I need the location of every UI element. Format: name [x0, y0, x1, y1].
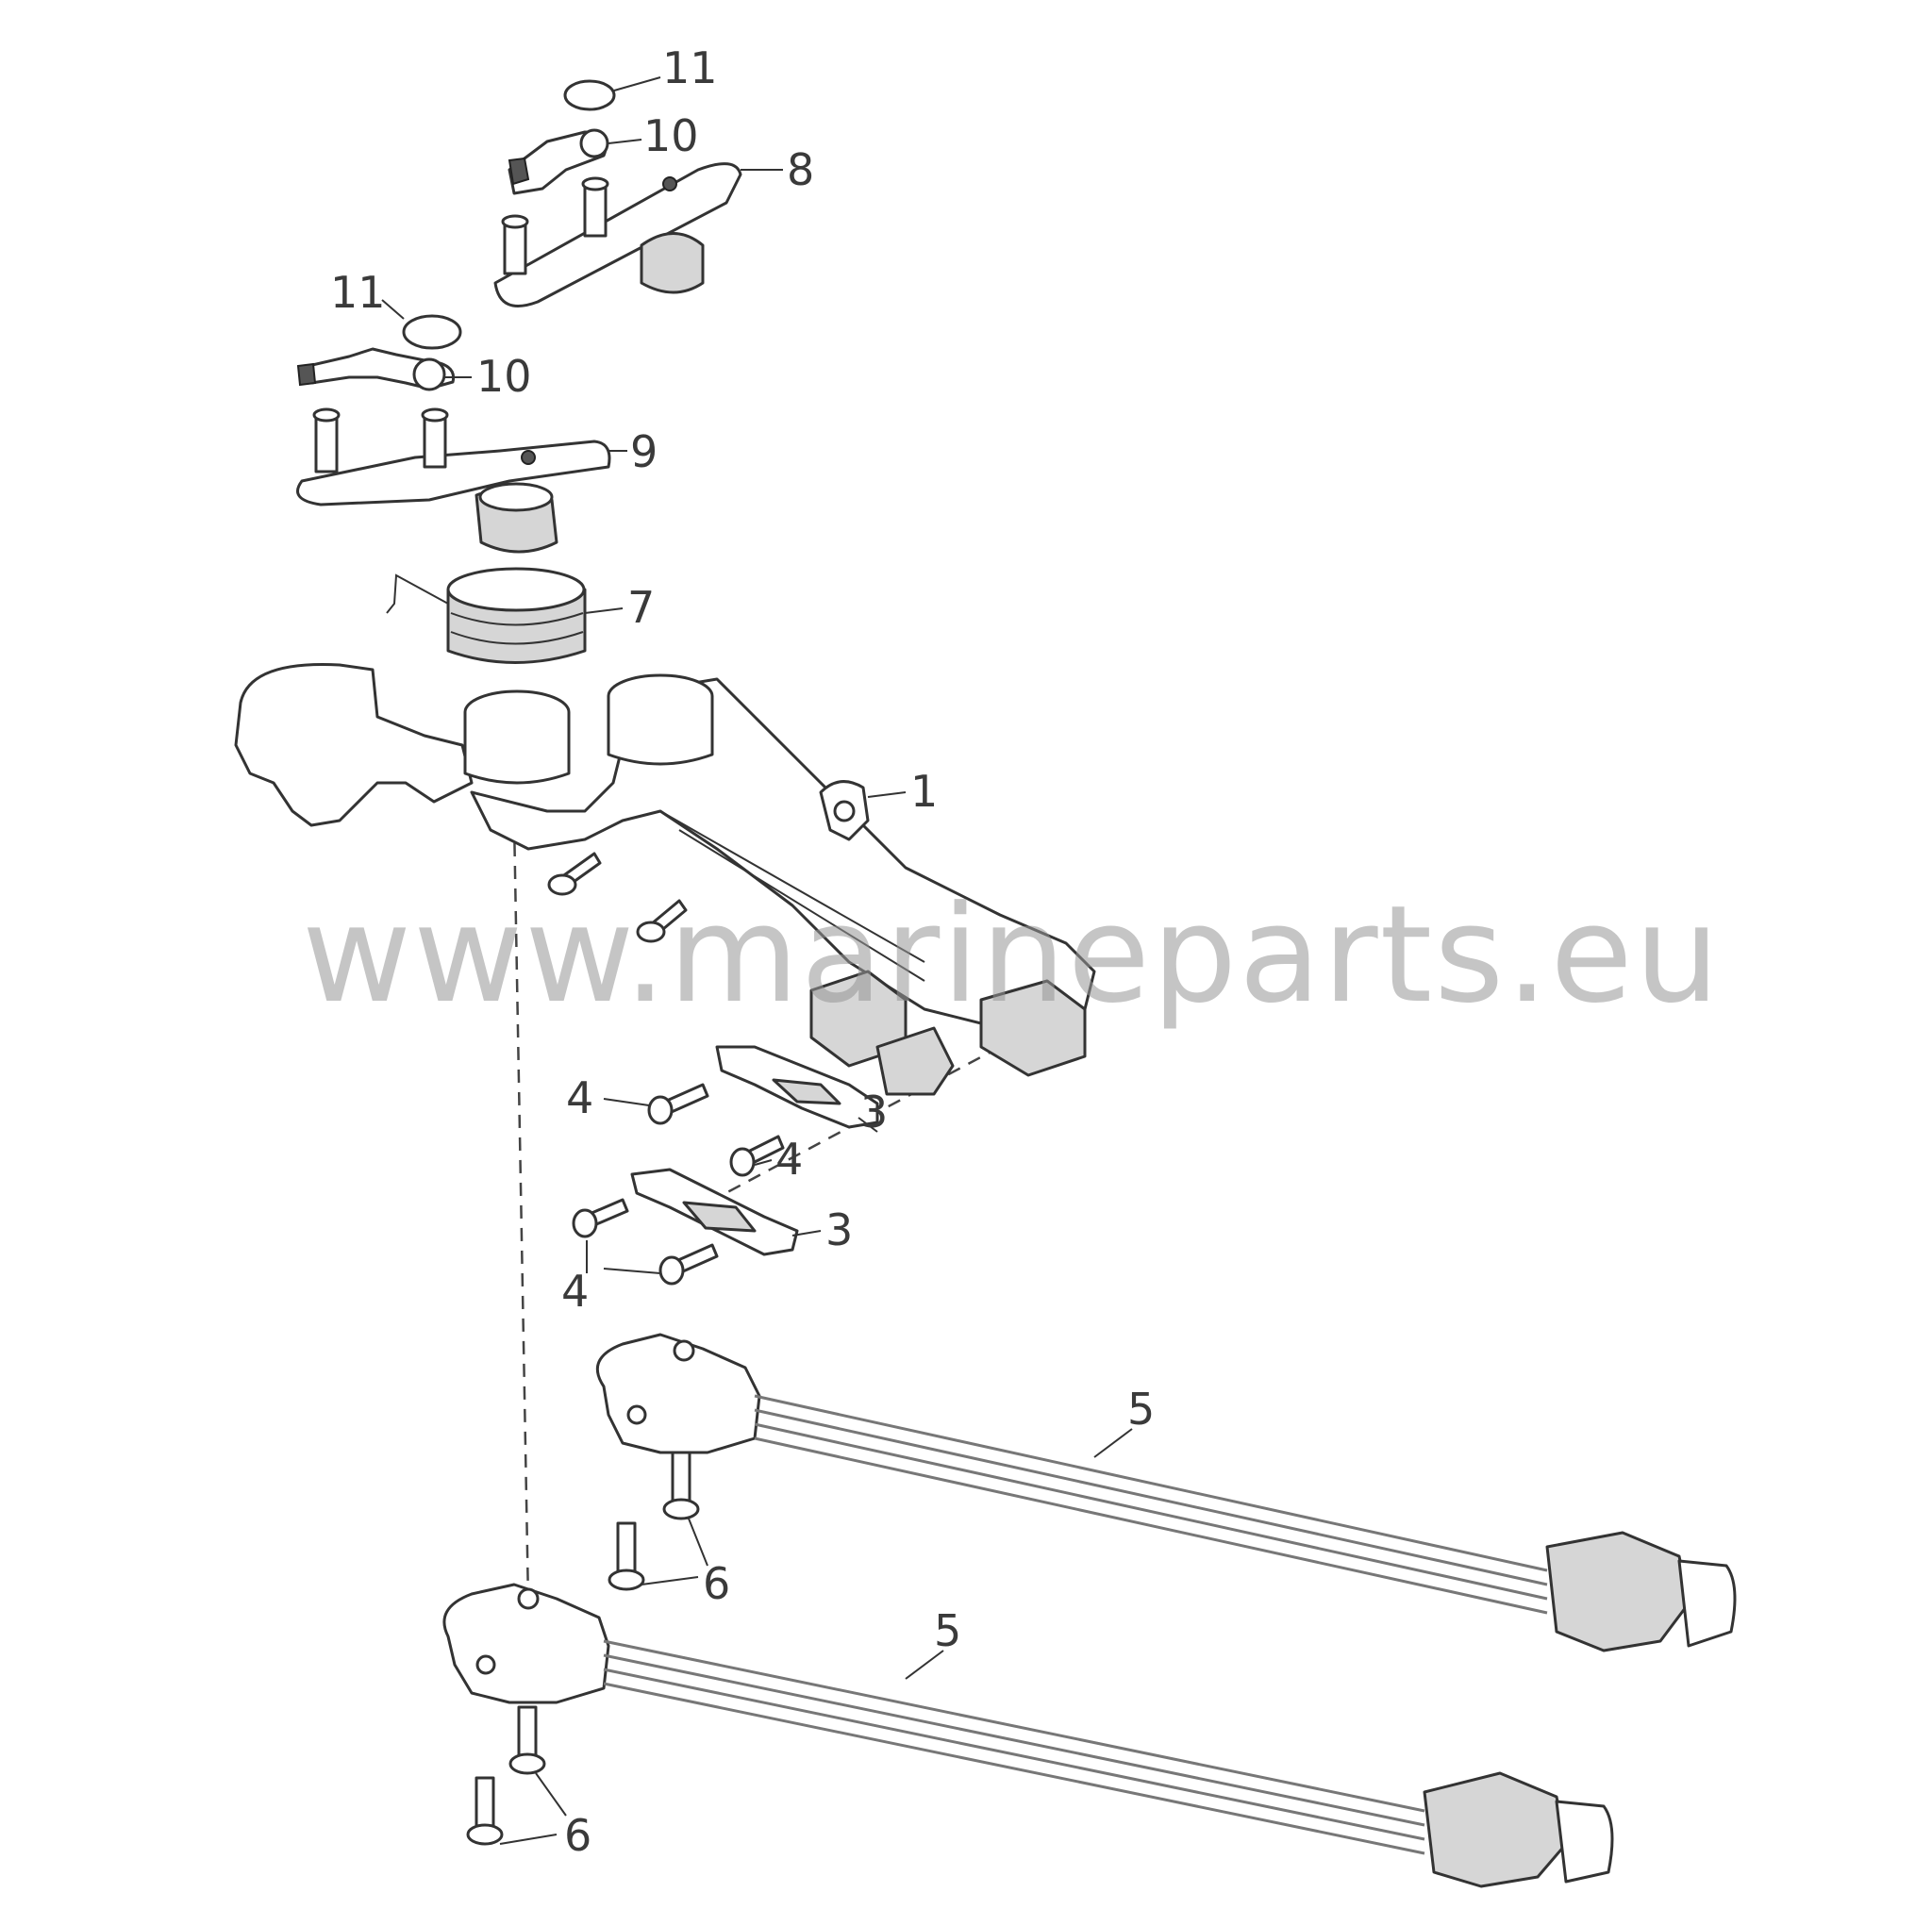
- part-7-spring: [386, 567, 587, 664]
- part-10-clip-upper: [508, 128, 609, 195]
- leader-4c: [586, 1240, 661, 1274]
- leader-4b: [754, 1159, 773, 1166]
- part-11-oring-lower: [402, 314, 462, 350]
- part-6-bolt-c: [508, 1705, 546, 1775]
- leader-7: [584, 607, 624, 614]
- leader-1: [867, 791, 907, 798]
- part-4-bolt-b: [729, 1135, 785, 1177]
- callout-5-lower: 5: [934, 1605, 961, 1656]
- callout-4-a: 4: [566, 1072, 593, 1123]
- part-5-sensor-lower: [442, 1583, 1614, 1888]
- part-4-bolt-a: [647, 1083, 709, 1125]
- part-10-clip-lower: [296, 347, 456, 391]
- bolt-near-bracket-2: [636, 899, 688, 943]
- leader-3b: [791, 1230, 822, 1237]
- leader-6b: [499, 1772, 567, 1845]
- part-3-clamp-upper: [715, 1045, 879, 1129]
- leader-3a: [858, 1117, 878, 1133]
- leader-11b: [381, 299, 405, 320]
- leader-6a: [641, 1518, 708, 1585]
- callout-10-lower: 10: [476, 351, 532, 402]
- part-6-bolt-b: [608, 1521, 645, 1591]
- callout-4-c: 4: [561, 1266, 589, 1317]
- callout-9: 9: [630, 426, 658, 477]
- part-1-main-bracket: [234, 663, 1096, 1096]
- part-8-lever-plate: [493, 162, 742, 307]
- callout-6-upper: 6: [703, 1558, 730, 1609]
- bolt-near-bracket-1: [547, 852, 602, 896]
- part-6-bolt-a: [662, 1451, 700, 1520]
- callout-7: 7: [627, 582, 655, 633]
- part-3-clamp-lower: [630, 1168, 799, 1256]
- part-4-bolt-d: [658, 1243, 719, 1286]
- leader-11a: [613, 76, 661, 91]
- callout-8: 8: [787, 144, 814, 195]
- leader-5b: [905, 1650, 944, 1680]
- callout-11-upper: 11: [662, 42, 718, 93]
- callout-5-upper: 5: [1127, 1384, 1155, 1435]
- callout-11-lower: 11: [330, 267, 386, 318]
- leader-4a: [603, 1098, 650, 1106]
- part-9-lever-plate: [296, 407, 611, 554]
- callout-3-b: 3: [825, 1204, 853, 1255]
- leader-10a: [608, 139, 642, 144]
- callout-3-a: 3: [860, 1087, 888, 1137]
- callout-1: 1: [910, 766, 938, 817]
- callout-10-upper: 10: [643, 110, 699, 161]
- part-4-bolt-c: [572, 1198, 629, 1238]
- part-5-sensor-upper: [595, 1333, 1737, 1652]
- leader-5a: [1093, 1428, 1133, 1458]
- callout-4-b: 4: [775, 1134, 803, 1185]
- part-11-oring-upper: [563, 79, 616, 111]
- part-6-bolt-d: [466, 1776, 504, 1846]
- callout-6-lower: 6: [564, 1810, 591, 1861]
- alignment-line-vertical: [512, 820, 530, 1604]
